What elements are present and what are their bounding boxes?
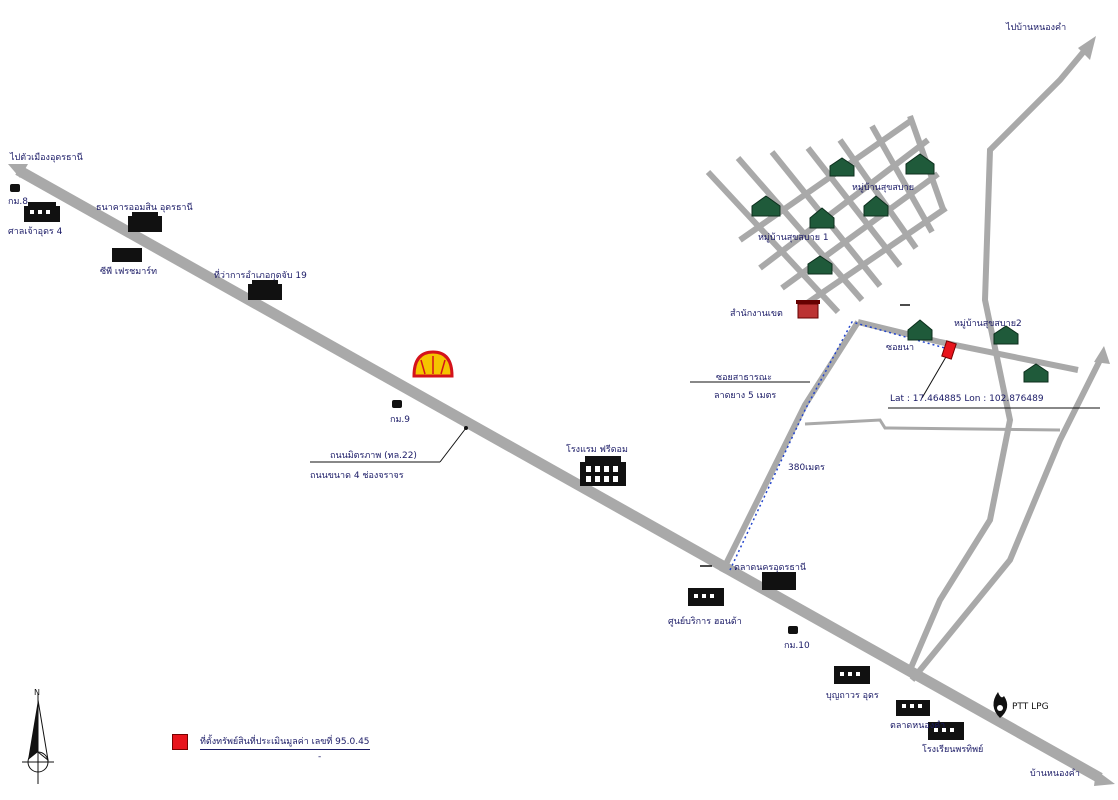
label-road-width-1: ซอยสาธารณะ: [716, 373, 772, 383]
road-link: [804, 418, 1061, 432]
label-km10: กม.10: [784, 641, 810, 651]
km-marker-icon: [392, 400, 402, 408]
shell-logo-icon: [412, 350, 454, 378]
label-shop-b3: โรงเรียนพรทิพย์: [922, 745, 984, 755]
label-village-top: หมู่บ้านสุขสบาย: [852, 183, 914, 193]
label-village-mid: หมู่บ้านสุขสบาย 1: [758, 233, 829, 243]
label-km8: กม.8: [8, 197, 28, 207]
north-arrow-icon: [22, 694, 54, 784]
label-village-right: หมู่บ้านสุขสบาย2: [954, 319, 1022, 329]
label-road-desc: ถนนขนาด 4 ช่องจราจร: [310, 471, 404, 481]
main-highway: [15, 165, 1103, 783]
building-icon: [128, 212, 162, 232]
road-northeast-arrow: [1078, 36, 1096, 60]
label-road-width-2: ลาดยาง 5 เมตร: [714, 391, 777, 401]
house-icon: [863, 195, 889, 217]
label-soi: ซอยนา: [886, 343, 914, 353]
legend-text: ที่ตั้งทรัพย์สินที่ประเมินมูลค่า เลขที่ …: [200, 734, 370, 750]
label-market: ตลาดนครอุดรธานี: [734, 563, 807, 573]
building-icon: [762, 572, 796, 590]
label-shop-b1: บุญถาวร อุดร: [826, 691, 879, 701]
house-icon: [829, 157, 855, 177]
label-shop-b2: ตลาดหนองคำ: [890, 721, 946, 731]
road-northeast: [907, 48, 1088, 672]
legend-subject-swatch: [172, 734, 188, 750]
label-distance: 380เมตร: [788, 463, 825, 473]
highway-arrow-left: [8, 164, 28, 178]
label-km9: กม.9: [390, 415, 410, 425]
house-icon: [809, 207, 835, 229]
label-office-mid: สำนักงานเขต: [730, 309, 783, 319]
label-bank-2: ซีพี เฟรชมาร์ท: [100, 267, 158, 277]
building-icon: [248, 280, 282, 300]
label-bank-1: ธนาคารออมสิน อุดรธานี: [96, 203, 193, 213]
label-to-top-left: ไปตัวเมืองอุดรธานี: [10, 153, 83, 163]
office-icon: [796, 300, 820, 319]
soi-road: [719, 320, 861, 574]
label-latlon: Lat : 17.464885 Lon : 102.876489: [890, 394, 1044, 404]
label-school: ศูนย์บริการ ฮอนด้า: [668, 617, 742, 627]
label-shop-left: ศาลเจ้าอุดร 4: [8, 227, 63, 237]
label-road-name: ถนนมิตรภาพ (ทล.22): [330, 451, 417, 461]
highway-arrow-right: [1094, 770, 1115, 786]
label-office-left: ที่ว่าการอำเภอกุดจับ 19: [214, 271, 307, 281]
km-marker-icon: [788, 626, 798, 634]
house-icon: [993, 325, 1019, 345]
house-icon: [905, 153, 935, 175]
road-east: [857, 319, 1079, 373]
road-east-vertical: [909, 358, 1103, 682]
building-icon: [112, 248, 142, 262]
label-hotel: โรงแรม ฟรีดอม: [566, 445, 628, 455]
house-icon: [907, 319, 933, 341]
label-north: N: [34, 688, 40, 697]
house-icon: [1023, 363, 1049, 383]
house-icon: [807, 255, 833, 275]
legend-sub: -: [318, 752, 322, 762]
label-ptt: PTT LPG: [1012, 702, 1049, 712]
label-to-bottom-right: บ้านหนองคำ: [1030, 769, 1080, 779]
subject-property-icon: [941, 340, 957, 360]
ptt-logo-icon: [993, 692, 1008, 718]
house-icon: [751, 195, 781, 217]
route-dotted: [729, 321, 946, 571]
label-to-top-right: ไปบ้านหนองคำ: [1006, 23, 1067, 33]
km-marker-icon: [10, 184, 20, 192]
